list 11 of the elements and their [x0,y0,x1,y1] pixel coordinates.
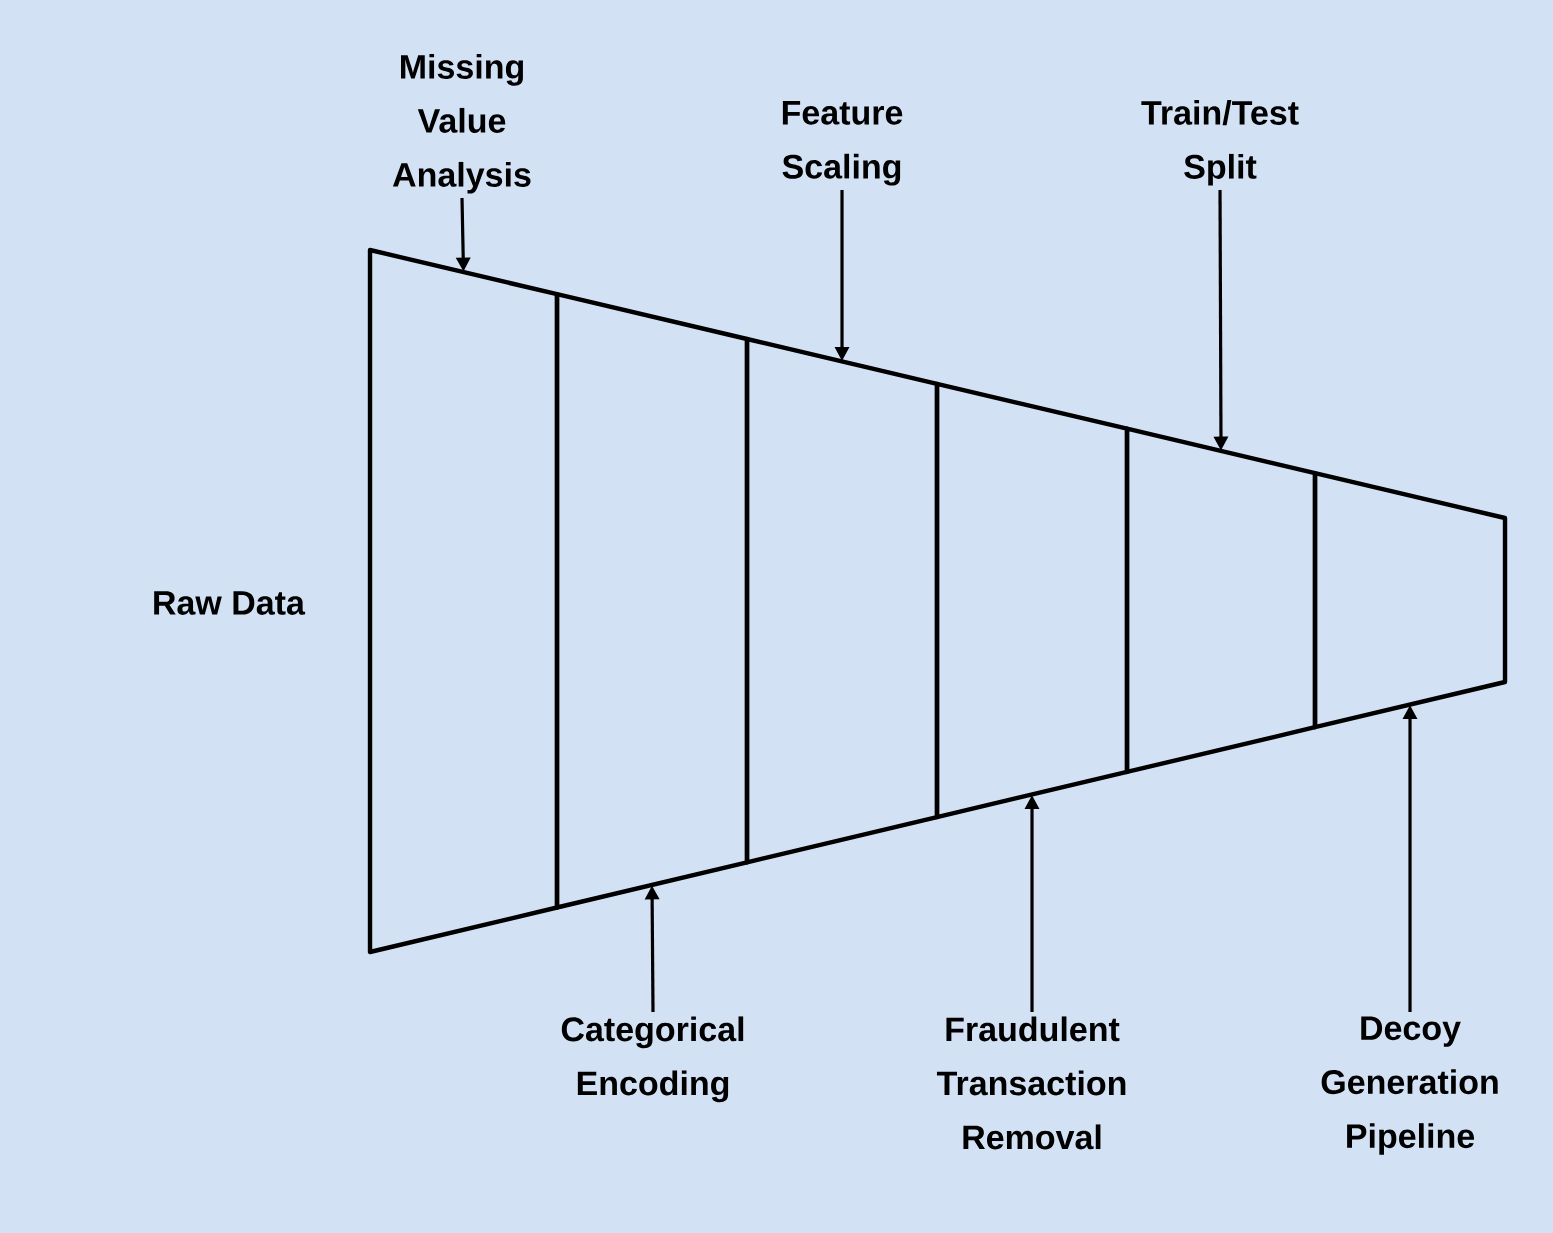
funnel-segment [1124,426,1318,775]
funnel-segment [1312,470,1508,730]
step-label: Missing Value Analysis [392,53,531,194]
source-label: Raw Data [154,591,306,615]
step-label: Fraudulent Transaction Removal [936,1016,1126,1150]
step-label: Feature Scaling [782,101,903,186]
step-label: Decoy Generation Pipeline [1321,1016,1498,1155]
step-label: Categorical Encoding [561,1016,744,1103]
step-label: Train/Test Split [1141,99,1299,186]
funnel-segment [554,292,750,910]
funnel-segment [934,381,1130,820]
